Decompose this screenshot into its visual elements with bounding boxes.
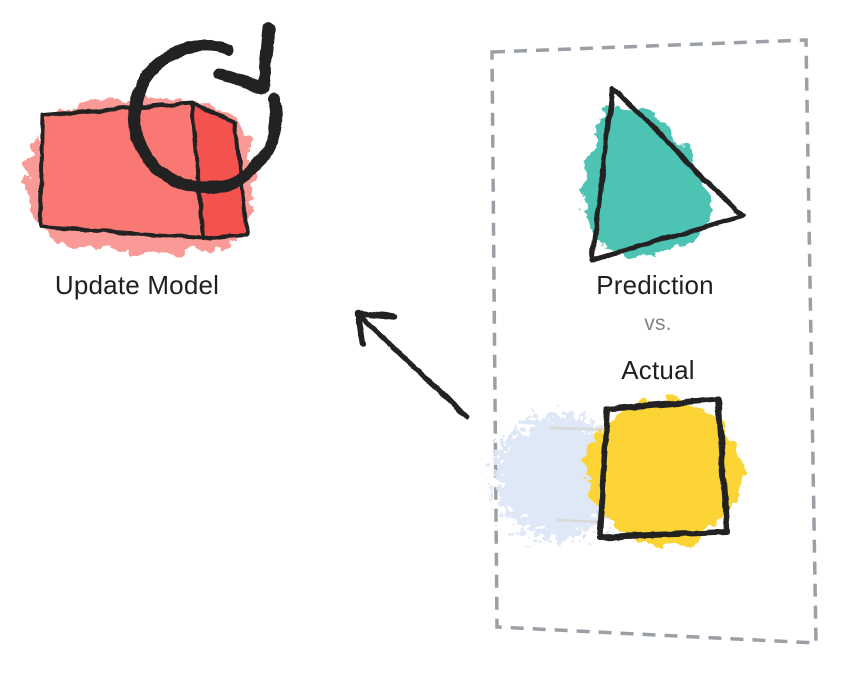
update-model-label: Update Model	[54, 270, 220, 300]
actual-shape	[494, 396, 742, 544]
actual-label: Actual	[621, 355, 695, 385]
model-box-front-face	[40, 103, 203, 238]
prediction-label: Prediction	[596, 270, 714, 300]
model-box-side-face	[192, 103, 247, 238]
prediction-teal-blob	[584, 105, 709, 257]
update-model-figure	[27, 22, 283, 253]
actual-square-outline	[597, 396, 730, 540]
prediction-triangle-outline	[589, 85, 745, 263]
prediction-shape	[584, 85, 745, 263]
comparison-panel-border	[490, 38, 818, 645]
versus-label: vs.	[644, 312, 672, 335]
actual-yellow-blob	[586, 400, 742, 544]
feedback-arrow-shaft	[359, 315, 470, 420]
actual-blue-blob	[494, 415, 622, 539]
model-box-outline	[38, 101, 249, 240]
arrow-up-left-icon	[354, 309, 470, 420]
cycle-arrow-head	[213, 22, 275, 94]
cycle-arrow-icon	[128, 22, 283, 194]
cycle-arrow-arc	[128, 40, 283, 194]
feedback-arrow-head	[354, 309, 398, 348]
